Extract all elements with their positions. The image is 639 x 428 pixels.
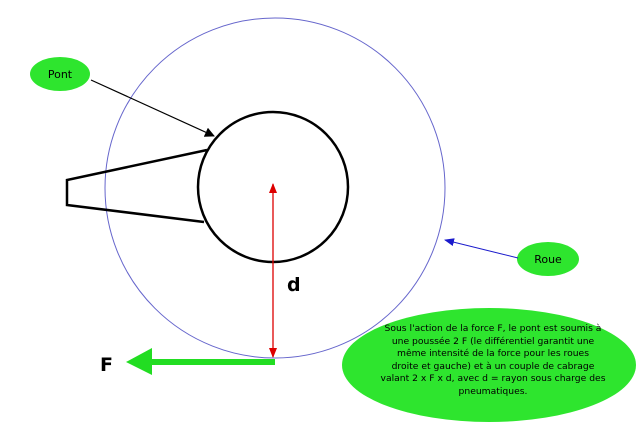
pont-bubble [30,57,90,91]
explanation-bubble [342,308,636,422]
wheel-circle [104,17,446,359]
explanation-text: Sous l'action de la force F, le pont est… [380,323,606,397]
pont-leader-arrow [90,79,215,137]
roue-bubble [517,242,579,276]
roue-leader-arrow [444,238,519,259]
axle-arm [65,148,208,224]
force-arrow [126,348,275,375]
roue-label: Roue [534,253,562,266]
pont-label: Pont [48,68,73,81]
d-label: d [287,274,301,296]
f-label: F [100,354,113,376]
